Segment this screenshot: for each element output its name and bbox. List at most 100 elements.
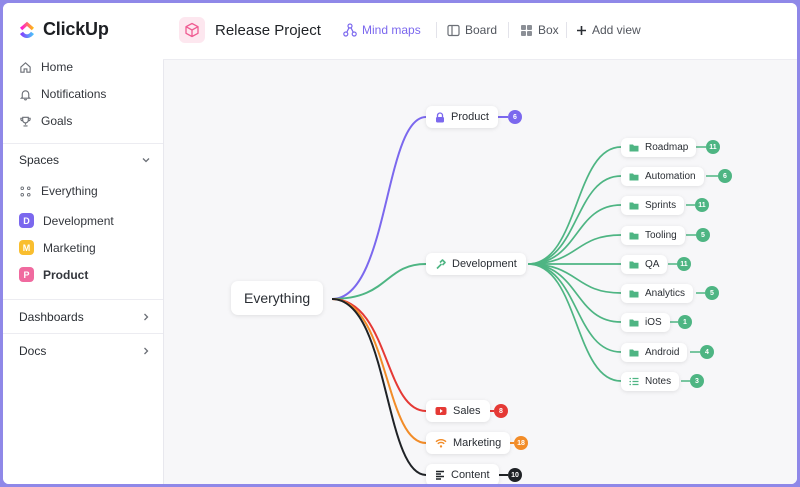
node-count-badge: 5 — [696, 228, 710, 242]
tab-box[interactable]: Box — [520, 23, 559, 37]
list-icon — [629, 377, 639, 386]
connector-marketing — [331, 298, 427, 444]
divider — [3, 143, 163, 144]
sidebar-item-label: Everything — [41, 184, 98, 198]
spaces-label: Spaces — [19, 153, 60, 167]
cube-icon — [179, 17, 205, 43]
hammer-icon — [436, 258, 446, 269]
plus-icon — [577, 25, 586, 35]
dashboards-label: Dashboards — [19, 310, 84, 324]
mind-map-node-ios[interactable]: iOS — [621, 313, 670, 332]
connector-ios — [527, 263, 622, 323]
mind-map-node-roadmap[interactable]: Roadmap — [621, 138, 697, 157]
mind-map-node-development[interactable]: Development — [426, 253, 526, 275]
node-count-badge: 4 — [700, 345, 714, 359]
wifi-icon — [435, 439, 447, 448]
sidebar-item-goals[interactable]: Goals — [19, 114, 72, 128]
connector-sprints — [527, 204, 622, 265]
clickup-logo-icon — [20, 21, 34, 38]
add-view-button[interactable]: Add view — [576, 23, 641, 37]
connector-automation — [527, 175, 622, 265]
tab-label: Board — [465, 23, 498, 37]
text-lines-icon — [436, 470, 444, 480]
home-icon — [20, 61, 31, 73]
lock-icon — [436, 111, 444, 122]
sidebar-space-development[interactable]: D Development — [19, 213, 114, 228]
sidebar-dashboards[interactable]: Dashboards — [19, 310, 151, 324]
mind-map-node-sprints[interactable]: Sprints — [621, 196, 685, 215]
mind-map-connectors — [331, 116, 718, 476]
sidebar-item-label: Notifications — [41, 87, 107, 101]
sidebar-item-label: Development — [43, 213, 114, 228]
node-label: Development — [452, 258, 517, 270]
sidebar-space-product[interactable]: P Product — [19, 267, 88, 282]
node-count-badge: 10 — [508, 468, 522, 482]
mind-map-node-notes[interactable]: Notes — [621, 372, 680, 391]
folder-icon — [629, 232, 639, 240]
folder-icon — [629, 173, 639, 181]
folder-icon — [629, 349, 639, 357]
app-name: ClickUp — [43, 19, 109, 39]
mind-map-node-android[interactable]: Android — [621, 343, 688, 362]
mind-map-node-tooling[interactable]: Tooling — [621, 226, 685, 245]
sidebar-item-home[interactable]: Home — [19, 60, 73, 74]
node-label: Android — [645, 347, 680, 358]
sidebar-item-notifications[interactable]: Notifications — [19, 87, 106, 101]
board-icon — [447, 24, 460, 36]
folder-icon — [629, 144, 639, 152]
node-count-badge: 18 — [514, 436, 528, 450]
node-count-badge: 8 — [494, 404, 508, 418]
chevron-down-icon[interactable] — [141, 155, 151, 165]
folder-icon — [629, 202, 639, 210]
node-label: Content — [451, 469, 490, 481]
node-label: Analytics — [645, 288, 686, 299]
mind-map-node-content[interactable]: Content — [426, 464, 499, 484]
space-avatar: P — [19, 267, 34, 282]
divider — [3, 299, 163, 300]
folder-icon — [629, 261, 639, 269]
mind-map-node-sales[interactable]: Sales — [426, 400, 490, 422]
page-title: Release Project — [215, 22, 321, 39]
mind-map-node-marketing[interactable]: Marketing — [426, 432, 511, 454]
divider — [566, 22, 567, 38]
sidebar-item-label: Product — [43, 267, 89, 282]
node-count-badge: 11 — [706, 140, 720, 154]
sidebar: ClickUp Home Notifications Goals Spaces — [3, 3, 164, 484]
node-count-badge: 6 — [508, 110, 522, 124]
bell-icon — [19, 89, 32, 100]
mind-map-node-qa[interactable]: QA — [621, 255, 668, 274]
node-label: Notes — [645, 376, 672, 387]
mind-map-root-node[interactable]: Everything — [231, 281, 324, 315]
trophy-icon — [20, 116, 31, 127]
sidebar-space-marketing[interactable]: M Marketing — [19, 240, 96, 255]
tab-label: Box — [538, 23, 559, 37]
divider — [3, 333, 163, 334]
mind-map-node-analytics[interactable]: Analytics — [621, 284, 694, 303]
node-label: Marketing — [453, 437, 502, 449]
mind-map-canvas[interactable]: Everything Product 6 Development Sales 8 — [164, 60, 797, 484]
app-window: ClickUp Home Notifications Goals Spaces — [3, 3, 797, 484]
sidebar-docs[interactable]: Docs — [19, 344, 151, 358]
sidebar-item-label: Home — [41, 60, 74, 74]
box-icon — [521, 24, 532, 36]
docs-label: Docs — [19, 344, 47, 358]
node-label: Tooling — [645, 230, 677, 241]
node-count-badge: 11 — [677, 257, 691, 271]
connector-tooling — [527, 234, 622, 265]
sidebar-item-label: Marketing — [43, 240, 96, 255]
header: Release Project Mind maps Board — [163, 3, 797, 60]
mind-map-node-product[interactable]: Product — [426, 106, 498, 128]
mind-map-node-automation[interactable]: Automation — [621, 167, 704, 186]
sidebar-space-everything[interactable]: Everything — [19, 184, 98, 198]
connector-content — [331, 298, 427, 476]
video-icon — [435, 407, 447, 415]
tab-label: Add view — [592, 23, 641, 37]
chevron-right-icon — [144, 313, 149, 321]
spaces-section-header[interactable]: Spaces — [19, 153, 151, 167]
tab-board[interactable]: Board — [447, 23, 497, 37]
clickup-logo[interactable]: ClickUp — [17, 19, 109, 40]
tab-mind-maps[interactable]: Mind maps — [343, 23, 421, 37]
chevron-right-icon — [144, 347, 149, 355]
node-label: Product — [451, 111, 489, 123]
node-count-badge: 5 — [705, 286, 719, 300]
